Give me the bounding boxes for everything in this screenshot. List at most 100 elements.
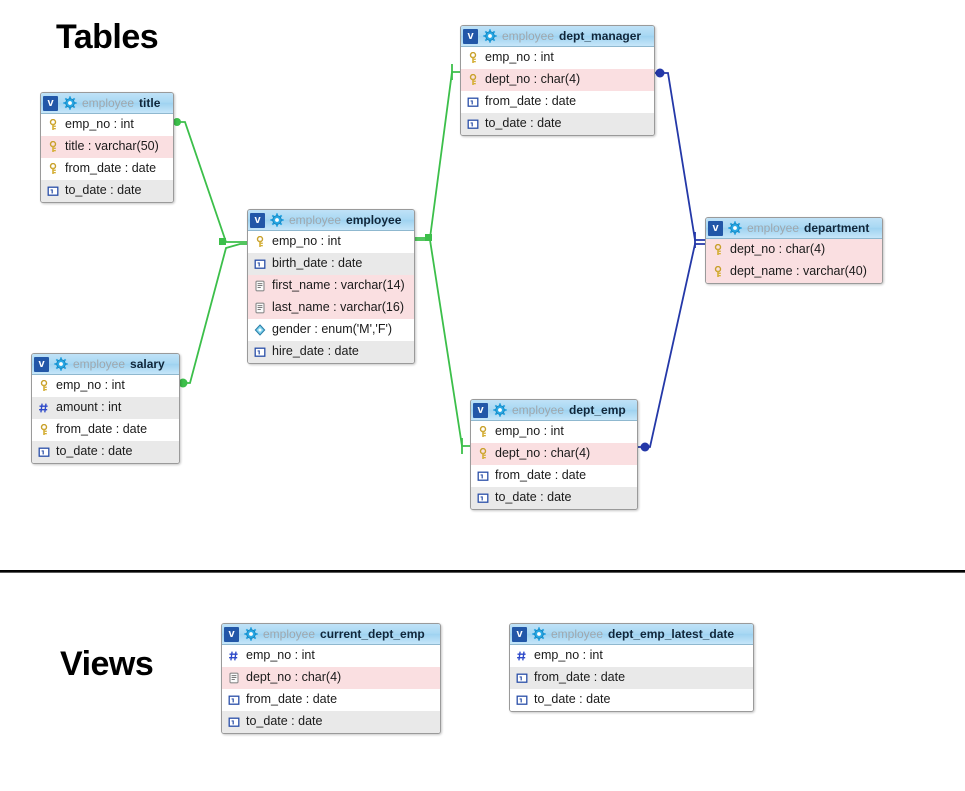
text-icon xyxy=(255,302,265,313)
column-row[interactable]: hire_date : date xyxy=(248,341,414,363)
column-row[interactable]: from_date : date xyxy=(510,667,753,689)
column-row[interactable]: dept_no : char(4) xyxy=(222,667,440,689)
entity-schema-label: employee xyxy=(82,96,135,110)
column-row[interactable]: emp_no : int xyxy=(248,231,414,253)
number-icon xyxy=(229,651,238,660)
column-label: amount : int xyxy=(56,400,122,415)
relationship-employee-dept-emp xyxy=(415,239,470,454)
column-label: to_date : date xyxy=(485,116,562,131)
date-icon xyxy=(467,97,479,107)
entity-header-current_dept_emp[interactable]: v employee current_dept_emp xyxy=(222,624,440,645)
column-row[interactable]: birth_date : date xyxy=(248,253,414,275)
key-icon xyxy=(40,423,48,435)
column-row[interactable]: emp_no : int xyxy=(471,421,637,443)
column-label: to_date : date xyxy=(495,490,572,505)
column-label: emp_no : int xyxy=(485,50,554,65)
column-row[interactable]: emp_no : int xyxy=(510,645,753,667)
view-badge-icon: v xyxy=(512,626,527,642)
relationship-dept-manager-department xyxy=(655,68,705,248)
key-icon xyxy=(256,235,264,247)
view-badge-icon: v xyxy=(43,95,58,111)
column-row[interactable]: gender : enum('M','F') xyxy=(248,319,414,341)
entity-schema-label: employee xyxy=(502,29,555,43)
column-row[interactable]: emp_no : int xyxy=(222,645,440,667)
column-row[interactable]: title : varchar(50) xyxy=(41,136,173,158)
column-row[interactable]: to_date : date xyxy=(471,487,637,509)
date-icon xyxy=(477,471,489,481)
column-label: from_date : date xyxy=(56,422,148,437)
entity-name-label: dept_manager xyxy=(559,29,642,43)
column-label: hire_date : date xyxy=(272,344,359,359)
number-icon xyxy=(517,651,526,660)
column-row[interactable]: dept_no : char(4) xyxy=(471,443,637,465)
entity-name-label: employee xyxy=(346,213,402,227)
entity-current_dept_emp[interactable]: v employee current_dept_emp emp_no : int dep… xyxy=(221,623,441,734)
column-row[interactable]: dept_no : char(4) xyxy=(706,239,882,261)
column-row[interactable]: emp_no : int xyxy=(41,114,173,136)
column-row[interactable]: from_date : date xyxy=(222,689,440,711)
view-badge-icon: v xyxy=(34,356,49,372)
column-row[interactable]: last_name : varchar(16) xyxy=(248,297,414,319)
column-label: from_date : date xyxy=(485,94,577,109)
column-row[interactable]: from_date : date xyxy=(461,91,654,113)
date-icon xyxy=(38,447,50,457)
text-icon xyxy=(229,672,239,683)
relationship-salary-employee xyxy=(178,243,247,388)
column-row[interactable]: to_date : date xyxy=(41,180,173,202)
column-label: to_date : date xyxy=(65,183,142,198)
entity-name-label: current_dept_emp xyxy=(320,627,425,641)
column-label: birth_date : date xyxy=(272,256,363,271)
entity-schema-label: employee xyxy=(263,627,316,641)
column-row[interactable]: to_date : date xyxy=(222,711,440,733)
entity-name-label: department xyxy=(804,221,870,235)
date-icon xyxy=(228,695,240,705)
column-label: dept_no : char(4) xyxy=(246,670,342,685)
date-icon xyxy=(516,673,528,683)
column-row[interactable]: amount : int xyxy=(32,397,179,419)
gear-icon xyxy=(63,96,77,110)
date-icon xyxy=(47,186,59,196)
entity-schema-label: employee xyxy=(512,403,565,417)
number-icon xyxy=(39,403,48,412)
column-row[interactable]: first_name : varchar(14) xyxy=(248,275,414,297)
view-badge-icon: v xyxy=(224,626,239,642)
column-row[interactable]: emp_no : int xyxy=(461,47,654,69)
gear-icon xyxy=(728,221,742,235)
column-row[interactable]: to_date : date xyxy=(461,113,654,135)
view-badge-icon: v xyxy=(250,212,265,228)
column-row[interactable]: dept_no : char(4) xyxy=(461,69,654,91)
key-icon xyxy=(469,51,477,63)
column-row[interactable]: from_date : date xyxy=(32,419,179,441)
date-icon xyxy=(516,695,528,705)
column-label: emp_no : int xyxy=(56,378,125,393)
column-label: from_date : date xyxy=(246,692,338,707)
date-icon xyxy=(228,717,240,727)
column-row[interactable]: from_date : date xyxy=(41,158,173,180)
column-row[interactable]: from_date : date xyxy=(471,465,637,487)
column-label: emp_no : int xyxy=(246,648,315,663)
column-label: first_name : varchar(14) xyxy=(272,278,405,293)
column-row[interactable]: to_date : date xyxy=(510,689,753,711)
column-row[interactable]: emp_no : int xyxy=(32,375,179,397)
entity-name-label: dept_emp xyxy=(569,403,626,417)
column-row[interactable]: to_date : date xyxy=(32,441,179,463)
key-icon xyxy=(714,265,722,277)
column-row[interactable]: dept_name : varchar(40) xyxy=(706,261,882,283)
gear-icon xyxy=(54,357,68,371)
entity-name-label: dept_emp_latest_date xyxy=(608,627,735,641)
key-icon xyxy=(49,162,57,174)
